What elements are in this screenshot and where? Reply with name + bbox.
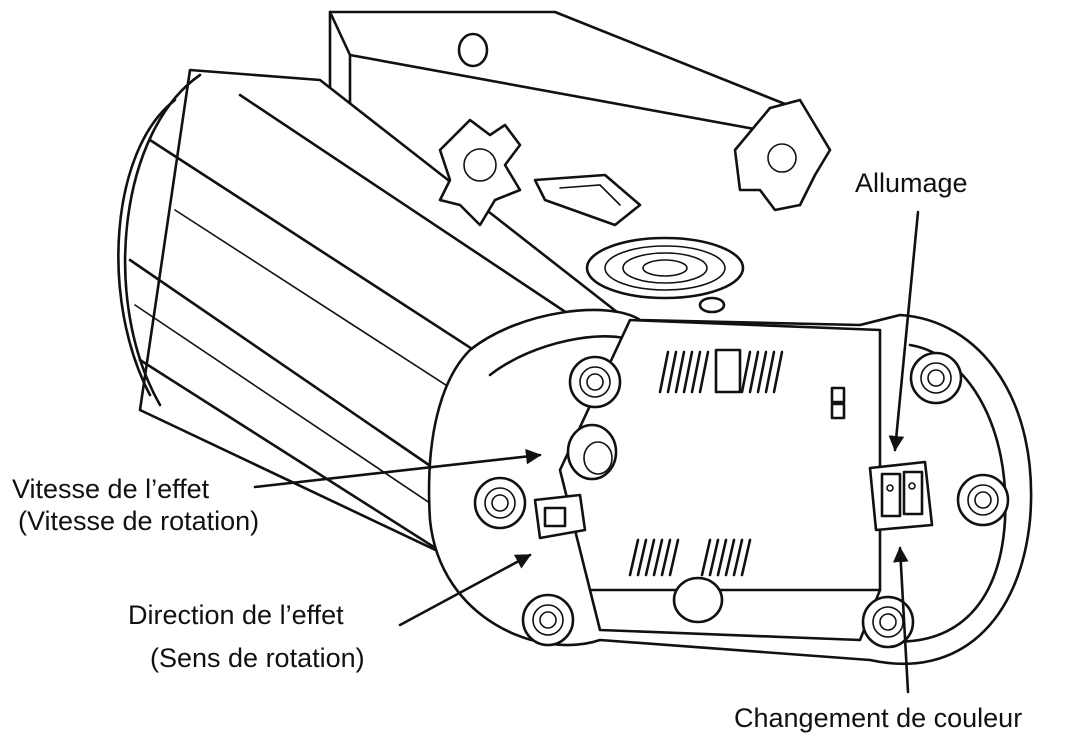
label-effect-speed: Vitesse de l’effet [12,474,210,504]
control-panel [533,318,934,642]
arrow-color-change [892,546,910,694]
label-effect-direction: Direction de l’effet [128,600,344,630]
screw-boss [956,473,1010,527]
callout-arrows [253,210,920,694]
screw-boss [861,595,915,649]
direction-switch [533,493,587,540]
bracket-hole [457,32,489,68]
screw-boss [909,351,963,405]
speed-knob [566,423,618,481]
fuse-holder [830,386,846,420]
label-effect-speed-sub: (Vitesse de rotation) [18,506,260,536]
fan-grille [585,236,745,314]
screw-boss [473,476,527,530]
arrow-power [888,210,920,452]
vent-slots-lower [628,538,752,577]
arrow-effect-speed [253,448,542,489]
bottom-knob [672,576,724,624]
screw-boss [521,593,575,647]
arrow-effect-direction [398,553,532,627]
power-switch [868,460,934,532]
vent-slots-upper [658,348,784,394]
label-power: Allumage [855,168,968,198]
top-vent [533,173,642,227]
knob-right [733,98,832,212]
knob-left [438,118,522,227]
screw-boss [568,355,622,409]
label-color-change: Changement de couleur [734,703,1023,733]
label-effect-direction-sub: (Sens de rotation) [150,643,365,673]
screw-bosses [473,351,1010,649]
